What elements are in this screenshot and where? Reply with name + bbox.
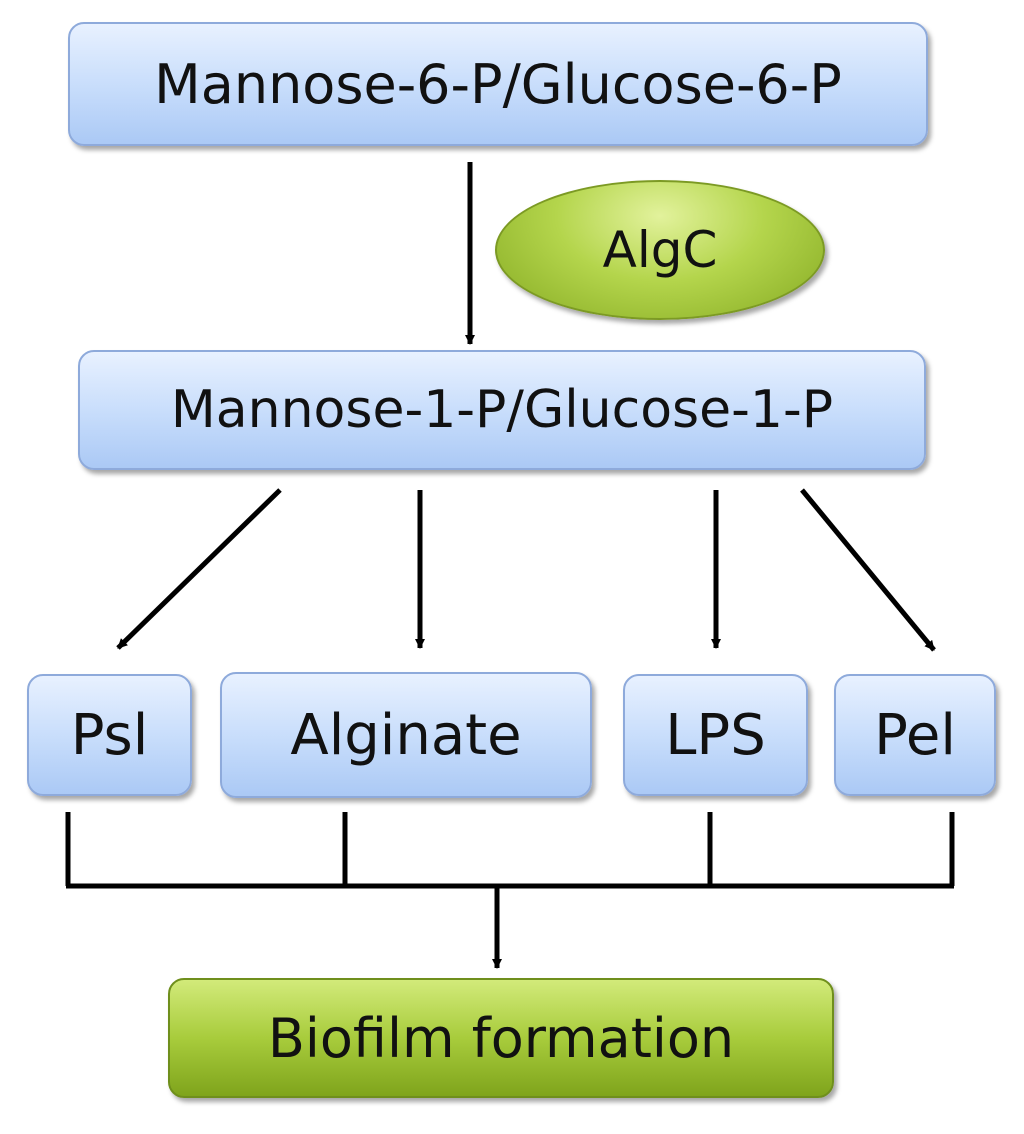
node-biofilm-formation: Biofilm formation	[168, 978, 834, 1098]
node-mannose-6-p-label: Mannose-6-P/Glucose-6-P	[154, 52, 842, 116]
node-mannose-1-p: Mannose-1-P/Glucose-1-P	[78, 350, 926, 470]
node-lps-label: LPS	[665, 702, 766, 768]
enzyme-algc-label: AlgC	[602, 221, 718, 279]
node-alginate: Alginate	[220, 672, 592, 798]
arrow-to-pel	[800, 488, 936, 652]
enzyme-algc: AlgC	[495, 180, 825, 320]
node-lps: LPS	[623, 674, 808, 796]
node-pel: Pel	[834, 674, 996, 796]
node-alginate-label: Alginate	[290, 702, 522, 768]
node-psl: Psl	[27, 674, 192, 796]
node-pel-label: Pel	[874, 702, 956, 768]
node-mannose-1-p-label: Mannose-1-P/Glucose-1-P	[170, 380, 834, 440]
node-psl-label: Psl	[70, 702, 149, 768]
node-biofilm-formation-label: Biofilm formation	[267, 1006, 735, 1070]
node-mannose-6-p: Mannose-6-P/Glucose-6-P	[68, 22, 928, 146]
arrow-to-psl	[116, 488, 282, 650]
